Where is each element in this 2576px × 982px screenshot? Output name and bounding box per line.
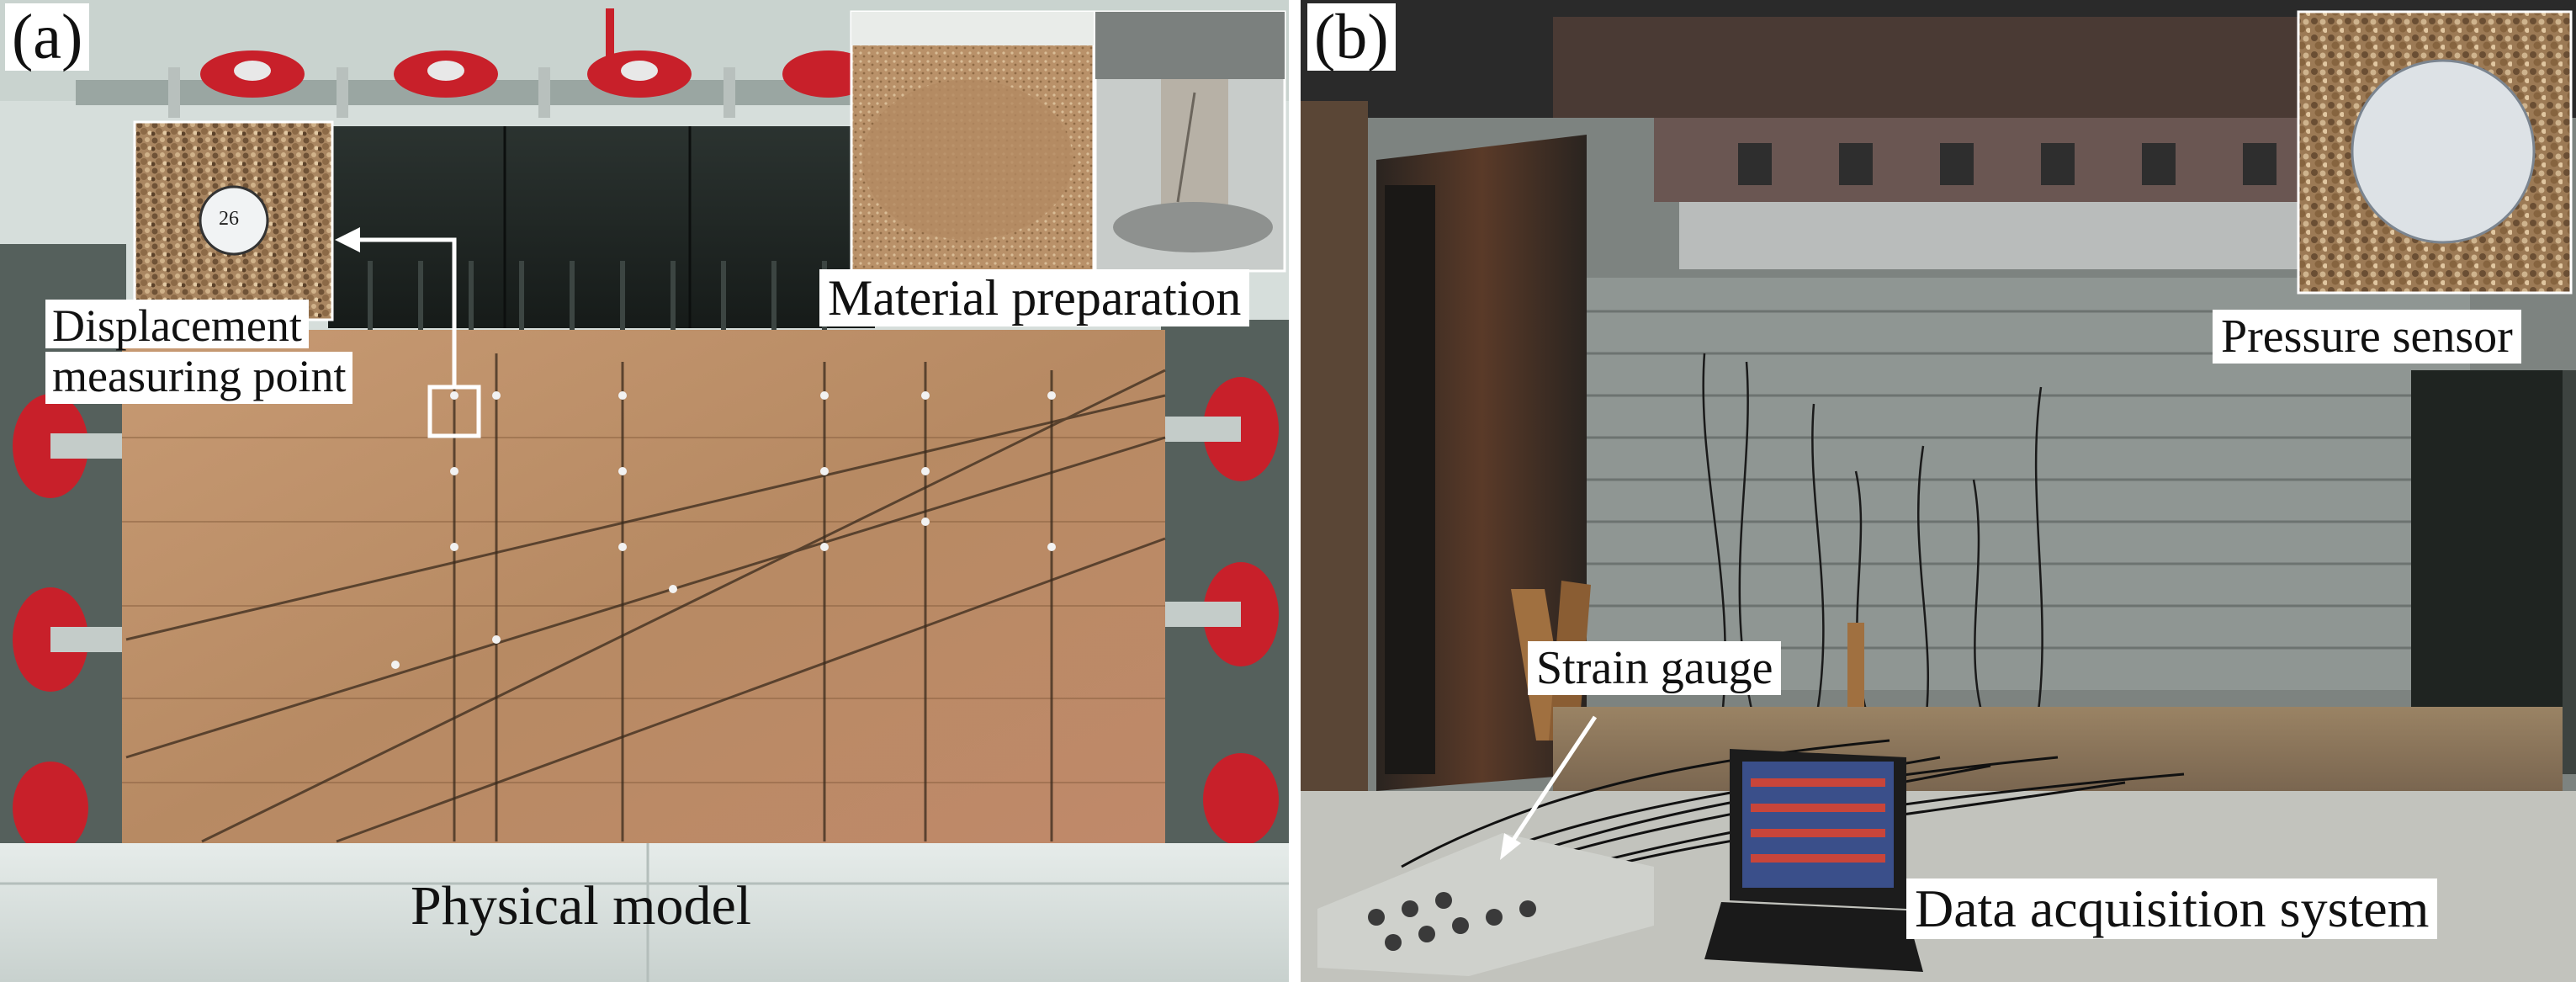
strain-gauge-arrow [1504,715,1598,852]
panel-b-instrumentation-photo: (b) Pressure sensor Strain gauge Data ac… [1301,0,2576,982]
panel-a-physical-model-photo: 26 (a) Material preparation Displacement… [0,0,1289,982]
panel-a-letter: (a) [5,3,90,71]
panel-b-letter: (b) [1307,3,1396,71]
data-acquisition-label: Data acquisition system [1906,878,2438,939]
panel-b-scene [1301,0,2576,982]
displacement-label-line2: measuring point [45,352,353,404]
pressure-sensor-label: Pressure sensor [2213,310,2521,364]
material-preparation-label: Material preparation [819,269,1250,326]
side-jacks [13,377,1279,854]
physical-model-label: Physical model [411,875,752,937]
panel-a-scene [0,0,1289,982]
gauge-tag: 26 [219,208,239,230]
top-jacks [76,8,917,118]
displacement-arrow [345,237,457,387]
strain-gauge-label: Strain gauge [1528,641,1782,695]
displacement-label-line1: Displacement [45,300,309,348]
